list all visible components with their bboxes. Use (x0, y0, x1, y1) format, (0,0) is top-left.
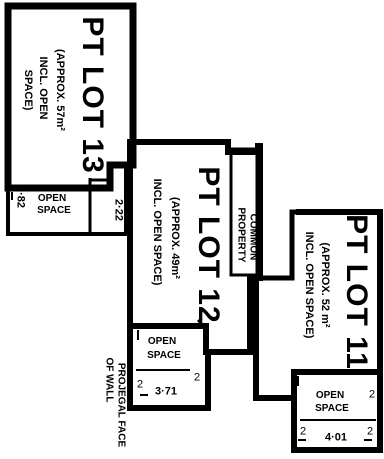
dimension-401: 4·01 (324, 431, 348, 444)
open-space-left-line-2: SPACE (37, 204, 71, 216)
common-property-inner (229, 150, 256, 277)
open-space-left-line-1: OPEN (37, 192, 67, 204)
common-property-line-1: COMMON (247, 213, 259, 261)
lot11-note-1: INCL. OPEN SPACE) (303, 231, 316, 339)
lot12-note-1: INCL. OPEN SPACE) (151, 178, 164, 286)
dimension-282: 2·82 (14, 185, 27, 209)
dimension-2-right: 2 (299, 425, 307, 438)
open-space-right-line-1: OPEN (315, 389, 345, 401)
junction-mark (196, 318, 210, 332)
open-space-mid-line-2: SPACE (147, 349, 181, 361)
dimension-371: 3·71 (154, 385, 178, 398)
dimension-2-mid: 2 (193, 371, 201, 384)
open-space-right-boundary (291, 372, 383, 453)
open-space-left-boundary (6, 165, 128, 236)
lot13-area: (APPROX. 57m² (54, 49, 67, 131)
lot13-name: PT LOT 13 (76, 16, 109, 174)
lot13-note-1: INCL. OPEN (37, 56, 50, 120)
lot11-name: PT LOT 11 (340, 214, 373, 370)
open-space-right-line-2: SPACE (315, 402, 349, 414)
dimension-2-right-b: 2 (366, 425, 374, 438)
dimension-222: 2·22 (112, 198, 125, 222)
annotation-line-2: OF WALL (103, 357, 115, 403)
open-space-mid-line-1: OPEN (147, 335, 177, 347)
common-property-boundary (228, 147, 300, 281)
dimension-2-right-c: 2 (368, 388, 376, 401)
annotation-line-1: PROJEGAL FACE (115, 362, 127, 448)
lot12-area: (APPROX. 49m² (169, 197, 182, 279)
dimension-2-mid-b: 2 (136, 378, 144, 391)
open-space-mid-boundary (127, 326, 211, 411)
lot11-area: (APPROX. 52 m² (319, 242, 332, 328)
lot13-note-2: SPACE) (22, 69, 35, 111)
lot12-name: PT LOT 12 (192, 166, 225, 324)
common-property-line-2: PROPERTY (235, 207, 247, 263)
junction-mark (246, 336, 260, 350)
